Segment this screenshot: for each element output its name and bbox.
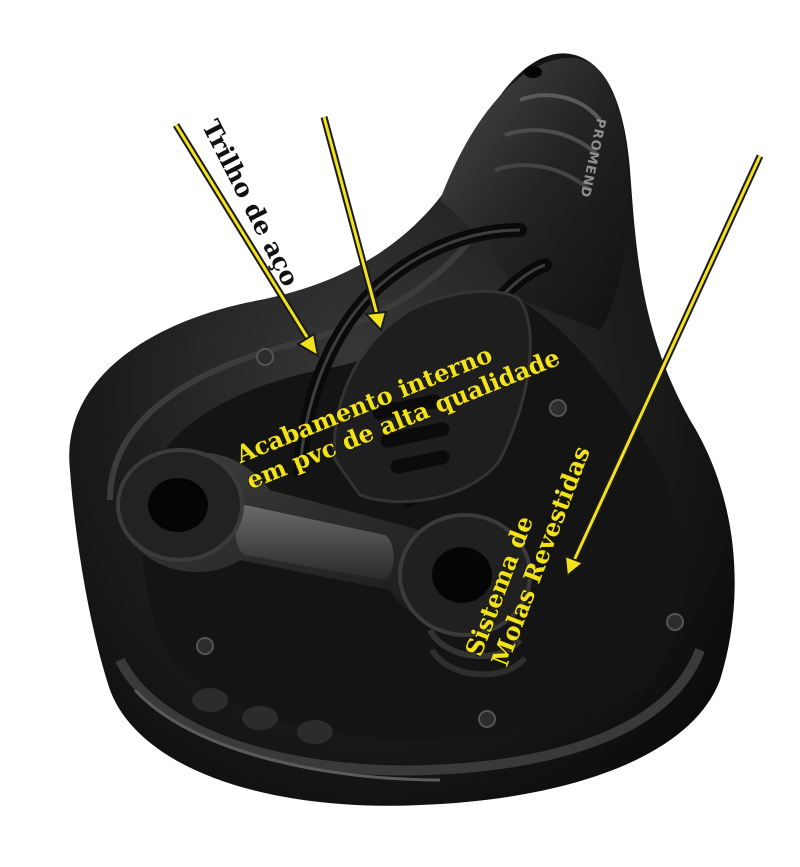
nose-hole (524, 66, 542, 78)
saddle-nose (440, 57, 629, 331)
screw (196, 637, 214, 655)
arrow-springs (563, 154, 764, 578)
screw (549, 399, 567, 417)
screw (478, 710, 496, 728)
arrow-rail-right (320, 116, 388, 332)
screw (256, 348, 274, 366)
clamp-pad (235, 505, 394, 580)
inner-cavity (140, 300, 685, 740)
arrow-rail-left (173, 123, 320, 358)
screw (666, 613, 684, 631)
